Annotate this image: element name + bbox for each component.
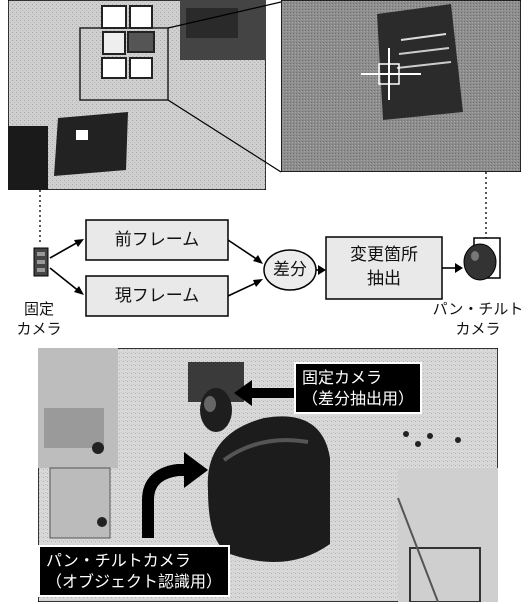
- fixed-camera-label-line2: カメラ: [16, 320, 62, 338]
- fixed-camera-callout-line1: 固定カメラ: [302, 368, 383, 387]
- pantilt-pointer-arrow: [142, 452, 208, 538]
- flow-arrows: [49, 239, 463, 297]
- diagram-connectors: [33, 1, 501, 317]
- prev-frame-label: 前フレーム: [114, 230, 200, 250]
- cur-frame-box: [85, 275, 229, 317]
- change-extract-label-line2: 抽出: [367, 269, 401, 289]
- prev-frame-box: [85, 219, 229, 261]
- diff-label: 差分: [273, 260, 307, 280]
- pantilt-camera-callout-line1: パン・チルトカメラ: [46, 551, 191, 570]
- fixed-camera-callout: 固定カメラ （差分抽出用）: [294, 362, 423, 414]
- change-extract-label-line1: 変更箇所: [350, 245, 418, 265]
- zoom-line-bottom: [167, 99, 282, 173]
- pantilt-camera-label-line2: カメラ: [455, 320, 501, 338]
- fixed-camera-icon: [33, 247, 49, 277]
- fixed-camera-photo: [8, 0, 266, 190]
- zoom-camera-photo: [281, 0, 521, 172]
- fixed-camera-pointer-arrow: [234, 380, 294, 406]
- pantilt-camera-label-line1: パン・チルト: [432, 300, 524, 318]
- zoom-line-top: [167, 1, 282, 29]
- pantilt-camera-icon: [463, 237, 501, 281]
- pantilt-camera-callout-line2: （オブジェクト認識用）: [46, 572, 223, 591]
- cur-frame-label: 現フレーム: [114, 286, 200, 306]
- fixed-camera-callout-line2: （差分抽出用）: [302, 389, 415, 408]
- pantilt-camera-callout: パン・チルトカメラ （オブジェクト認識用）: [38, 545, 231, 597]
- fixed-camera-label-line1: 固定: [23, 300, 54, 318]
